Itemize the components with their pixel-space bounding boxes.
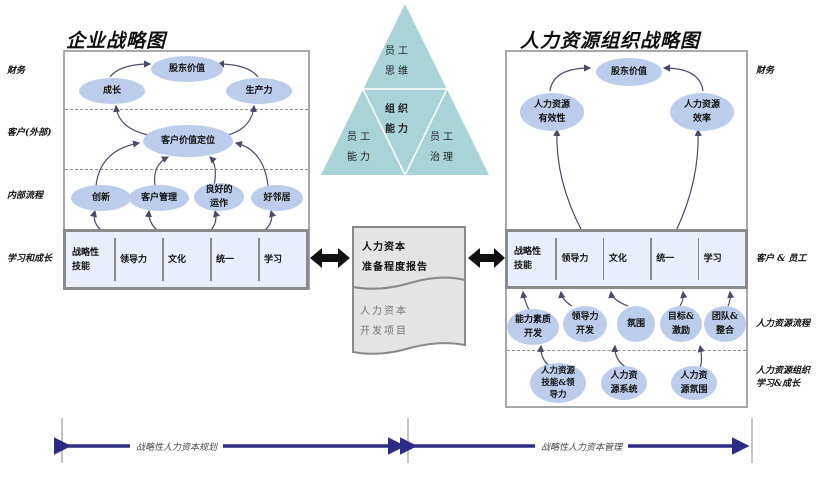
double-arrow-right bbox=[468, 248, 505, 268]
arrow-hrclimate-to-process bbox=[697, 344, 705, 369]
triangle-employee-mindset: 员工 思维 bbox=[385, 46, 411, 77]
left-learning-growth-bar: 战略性 技能 领导力 文化 统一 学习 bbox=[63, 229, 309, 290]
arrow-goals-to-bar bbox=[679, 290, 688, 307]
document-readiness-report-text: 人力资本 准备程度报告 bbox=[362, 242, 428, 273]
right-divider-process-growth bbox=[507, 350, 746, 351]
right-bar-leadership: 领导力 bbox=[555, 232, 602, 286]
arrow-learning-to-operation bbox=[210, 209, 221, 231]
arrow-bar-to-hreff bbox=[553, 128, 583, 232]
arrow-operation-to-customer bbox=[209, 156, 217, 187]
right-node-shareholder-value: 股东价值 bbox=[596, 58, 662, 86]
right-row-label-finance: 财务 bbox=[756, 66, 775, 76]
right-bar-culture: 文化 bbox=[602, 232, 650, 286]
left-row-label-customer: 客户(外部) bbox=[7, 128, 52, 138]
arrow-growth-to-shareholder bbox=[109, 60, 152, 78]
arrow-hrsystem-to-process bbox=[610, 344, 628, 369]
right-node-hr-systems: 人力资 源系统 bbox=[601, 366, 647, 400]
arrow-team-to-bar bbox=[727, 290, 735, 307]
triangle-divider-inner bbox=[362, 88, 448, 177]
arrow-productivity-to-shareholder bbox=[216, 60, 259, 78]
left-bar-leadership: 领导力 bbox=[114, 232, 162, 287]
document-lower bbox=[352, 276, 466, 355]
arrow-custmgmt-to-customer bbox=[153, 156, 170, 187]
right-row-label-customer-employee: 客户 & 员工 bbox=[756, 254, 807, 264]
right-node-competency-development: 能力素质 开发 bbox=[507, 309, 559, 345]
document-development-program-text: 人力资本 开发项目 bbox=[360, 306, 408, 337]
arrow-climate-to-bar bbox=[608, 290, 629, 307]
left-divider-finance-customer bbox=[65, 109, 308, 110]
left-row-label-internal: 内部流程 bbox=[7, 191, 44, 201]
left-node-customer-value: 客户价值定位 bbox=[143, 125, 233, 157]
right-node-goals-incentives: 目标& 激励 bbox=[660, 306, 702, 342]
right-row-label-hr-process: 人力资源流程 bbox=[756, 319, 811, 329]
arrow-neighbor-to-customer bbox=[234, 140, 269, 187]
arrow-learning-to-neighbor bbox=[264, 209, 277, 231]
arrow-customer-to-growth bbox=[112, 104, 149, 136]
right-node-leadership-development: 领导力 开发 bbox=[563, 306, 607, 342]
hr-report-document bbox=[352, 226, 466, 355]
left-node-innovation: 创新 bbox=[71, 185, 131, 211]
left-node-shareholder-value: 股东价值 bbox=[151, 56, 223, 82]
right-bar-learning: 学习 bbox=[697, 232, 745, 286]
left-node-customer-management: 客户管理 bbox=[129, 185, 189, 211]
left-bar-learning: 学习 bbox=[258, 232, 306, 287]
right-learning-growth-bar: 战略性 技能 领导力 文化 统一 学习 bbox=[505, 229, 748, 289]
right-node-climate: 氛围 bbox=[617, 306, 655, 342]
right-bar-alignment: 统一 bbox=[650, 232, 697, 286]
left-row-label-learning: 学习和成长 bbox=[7, 254, 53, 264]
right-node-hr-skills-leadership: 人力资源 技能&领 导力 bbox=[530, 363, 586, 403]
left-bar-alignment: 统一 bbox=[210, 232, 258, 287]
arrow-hrefficiency-to-shareholder bbox=[662, 64, 704, 92]
left-divider-customer-internal bbox=[65, 169, 308, 170]
timeline-planning-label: 战略性人力资本规划 bbox=[130, 440, 224, 453]
triangle-employee-capability: 员工 能力 bbox=[347, 132, 373, 163]
left-bar-strategic-skills: 战略性 技能 bbox=[72, 247, 100, 272]
right-row-label-hr-growth: 人力资源组织 学习&成长 bbox=[756, 366, 811, 389]
arrow-hreff-to-shareholder bbox=[549, 64, 592, 92]
triangle-org-capability: 组织 能力 bbox=[385, 104, 411, 135]
org-capability-triangle bbox=[321, 4, 489, 177]
right-map-title: 人力资源组织战略图 bbox=[520, 30, 701, 52]
left-node-productivity: 生产力 bbox=[226, 78, 292, 104]
left-node-growth: 成长 bbox=[79, 78, 145, 104]
arrow-innovation-to-customer bbox=[95, 140, 141, 187]
arrow-leadership-to-bar bbox=[558, 290, 573, 307]
double-arrow-left bbox=[310, 248, 350, 268]
arrow-learning-to-custmgmt bbox=[144, 209, 158, 231]
left-map-title: 企业战略图 bbox=[66, 30, 167, 52]
left-node-good-neighbor: 好邻居 bbox=[251, 185, 303, 211]
arrow-learning-to-innovation bbox=[89, 209, 102, 231]
arrow-customer-to-productivity bbox=[227, 104, 258, 136]
right-node-hr-efficiency: 人力资源 效率 bbox=[670, 93, 734, 131]
left-bar-culture: 文化 bbox=[162, 232, 210, 287]
right-bar-strategic-skills: 战略性 技能 bbox=[514, 247, 542, 271]
timeline-management-label: 战略性人力资本管理 bbox=[535, 440, 629, 453]
right-node-hr-effectiveness: 人力资源 有效性 bbox=[520, 93, 584, 131]
left-node-good-operation: 良好的 运作 bbox=[194, 183, 244, 211]
arrow-bar-to-hrefficiency bbox=[675, 128, 702, 232]
triangle-employee-governance: 员工 治理 bbox=[430, 132, 456, 163]
left-row-label-finance: 财务 bbox=[7, 66, 26, 76]
right-node-hr-climate: 人力资 源氛围 bbox=[671, 366, 717, 400]
right-node-team-integration: 团队& 整合 bbox=[704, 306, 746, 342]
